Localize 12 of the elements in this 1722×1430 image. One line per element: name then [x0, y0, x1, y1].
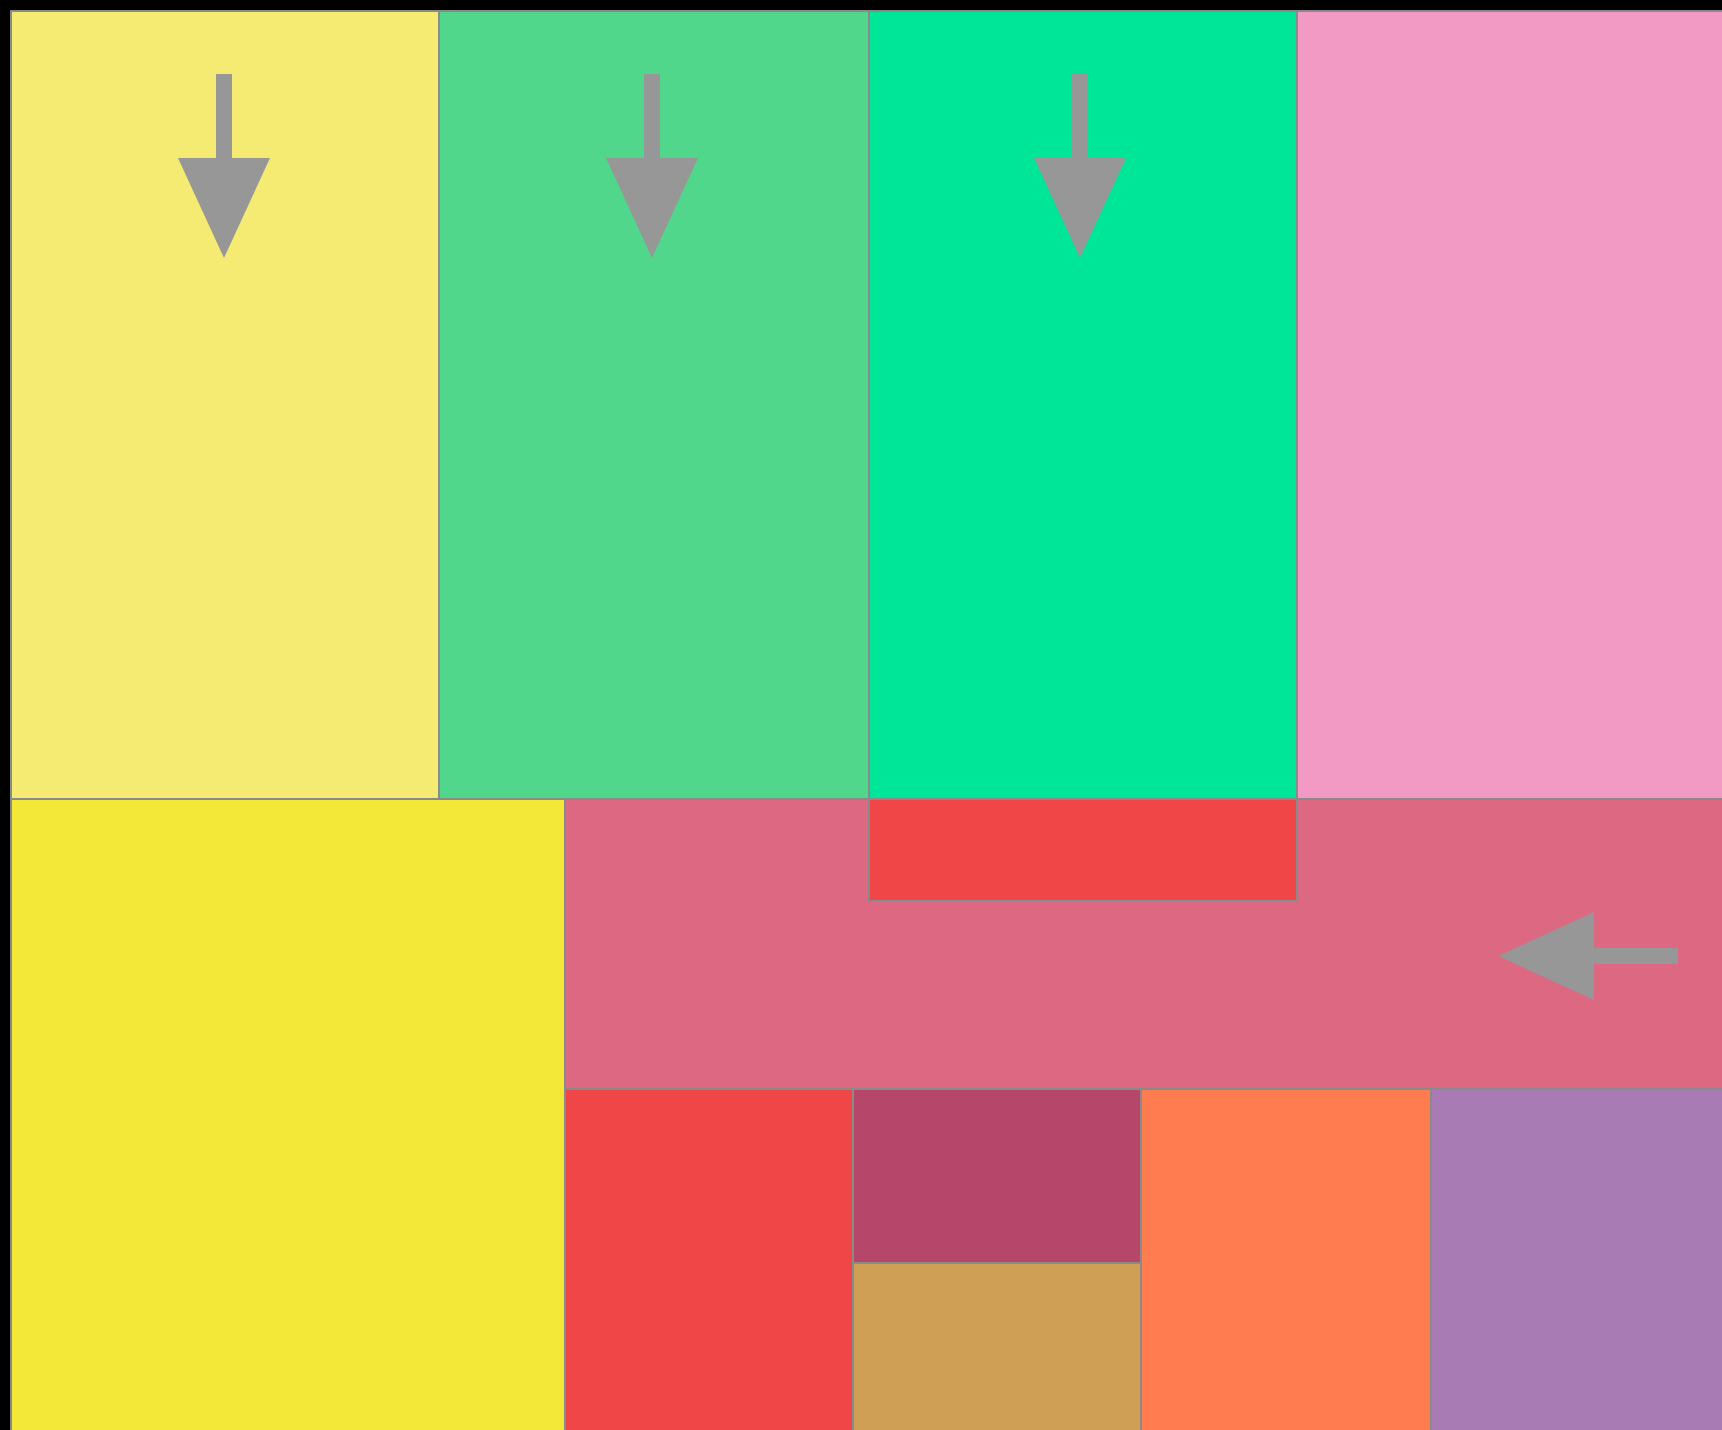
color-block: [564, 798, 1722, 1090]
color-block: [1140, 1088, 1432, 1430]
color-block: [10, 798, 566, 1430]
color-block: [852, 1088, 1142, 1264]
color-block: [868, 798, 1298, 902]
color-block: [852, 1262, 1142, 1430]
color-block: [868, 10, 1298, 800]
color-block: [564, 1088, 854, 1430]
color-block: [1430, 1088, 1722, 1430]
color-block: [1296, 10, 1722, 800]
color-block: [10, 10, 440, 800]
color-block: [438, 10, 870, 800]
